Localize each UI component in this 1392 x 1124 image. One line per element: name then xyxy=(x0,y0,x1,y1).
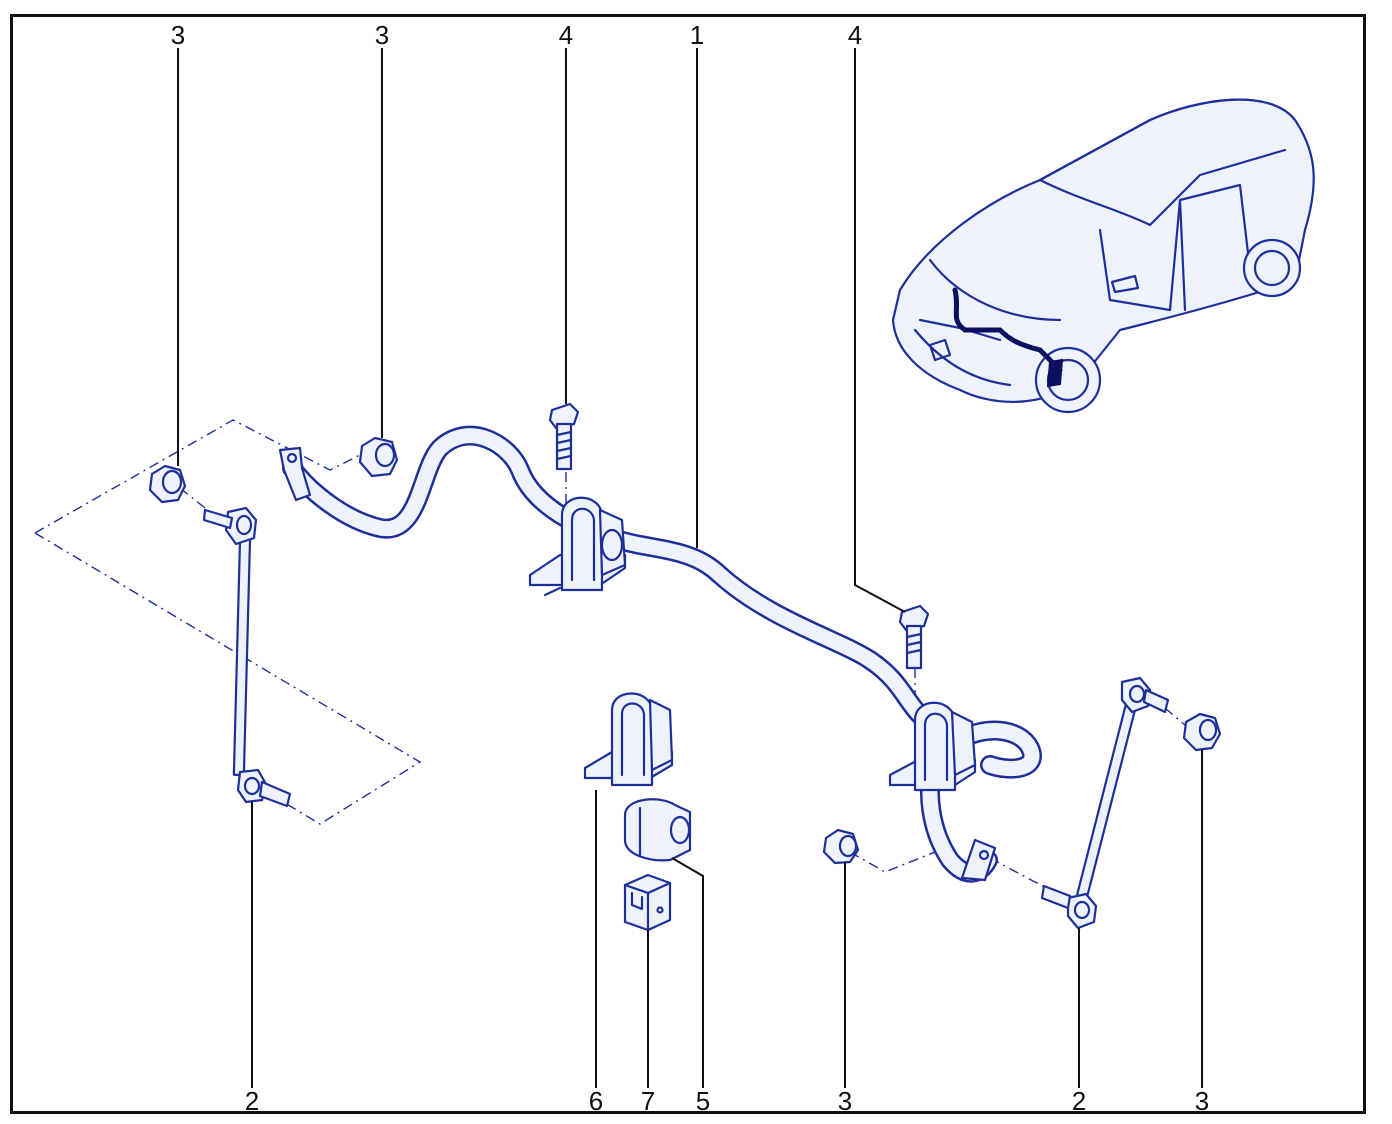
bolt-right xyxy=(898,604,930,670)
nut-bottom-center xyxy=(822,828,860,865)
bearing-clamp-detail xyxy=(583,692,674,787)
bolt-left xyxy=(548,402,580,471)
callout-insert: 7 xyxy=(641,1086,655,1116)
callout-nut-bottom-center: 3 xyxy=(838,1086,852,1116)
callout-link-rod-left: 2 xyxy=(245,1086,259,1116)
nut-top-center xyxy=(358,436,399,478)
leader-lines xyxy=(177,48,1203,1088)
bearing-clamp-right xyxy=(888,701,977,792)
link-rod-right xyxy=(1040,676,1170,930)
callout-nut-right: 3 xyxy=(1195,1086,1209,1116)
nut-top-left xyxy=(148,464,187,504)
callout-link-rod-right: 2 xyxy=(1072,1086,1086,1116)
callout-nut-top-left: 3 xyxy=(171,20,185,50)
bearing-clamp-left xyxy=(528,496,627,597)
vehicle-locator xyxy=(891,98,1315,414)
assembly-dashes xyxy=(34,419,1186,891)
callout-bolt-left: 4 xyxy=(559,20,573,50)
nut-right xyxy=(1182,712,1222,752)
link-rod-left xyxy=(202,506,292,808)
callout-anti-roll-bar: 1 xyxy=(690,20,704,50)
insert xyxy=(623,873,672,932)
bush xyxy=(623,798,692,862)
callout-bush: 5 xyxy=(696,1086,710,1116)
callouts: 3 3 4 1 4 2 6 7 5 3 2 3 xyxy=(171,20,1209,1116)
callout-nut-top-center: 3 xyxy=(375,20,389,50)
callout-bearing-clamp: 6 xyxy=(589,1086,603,1116)
callout-bolt-right: 4 xyxy=(848,20,862,50)
